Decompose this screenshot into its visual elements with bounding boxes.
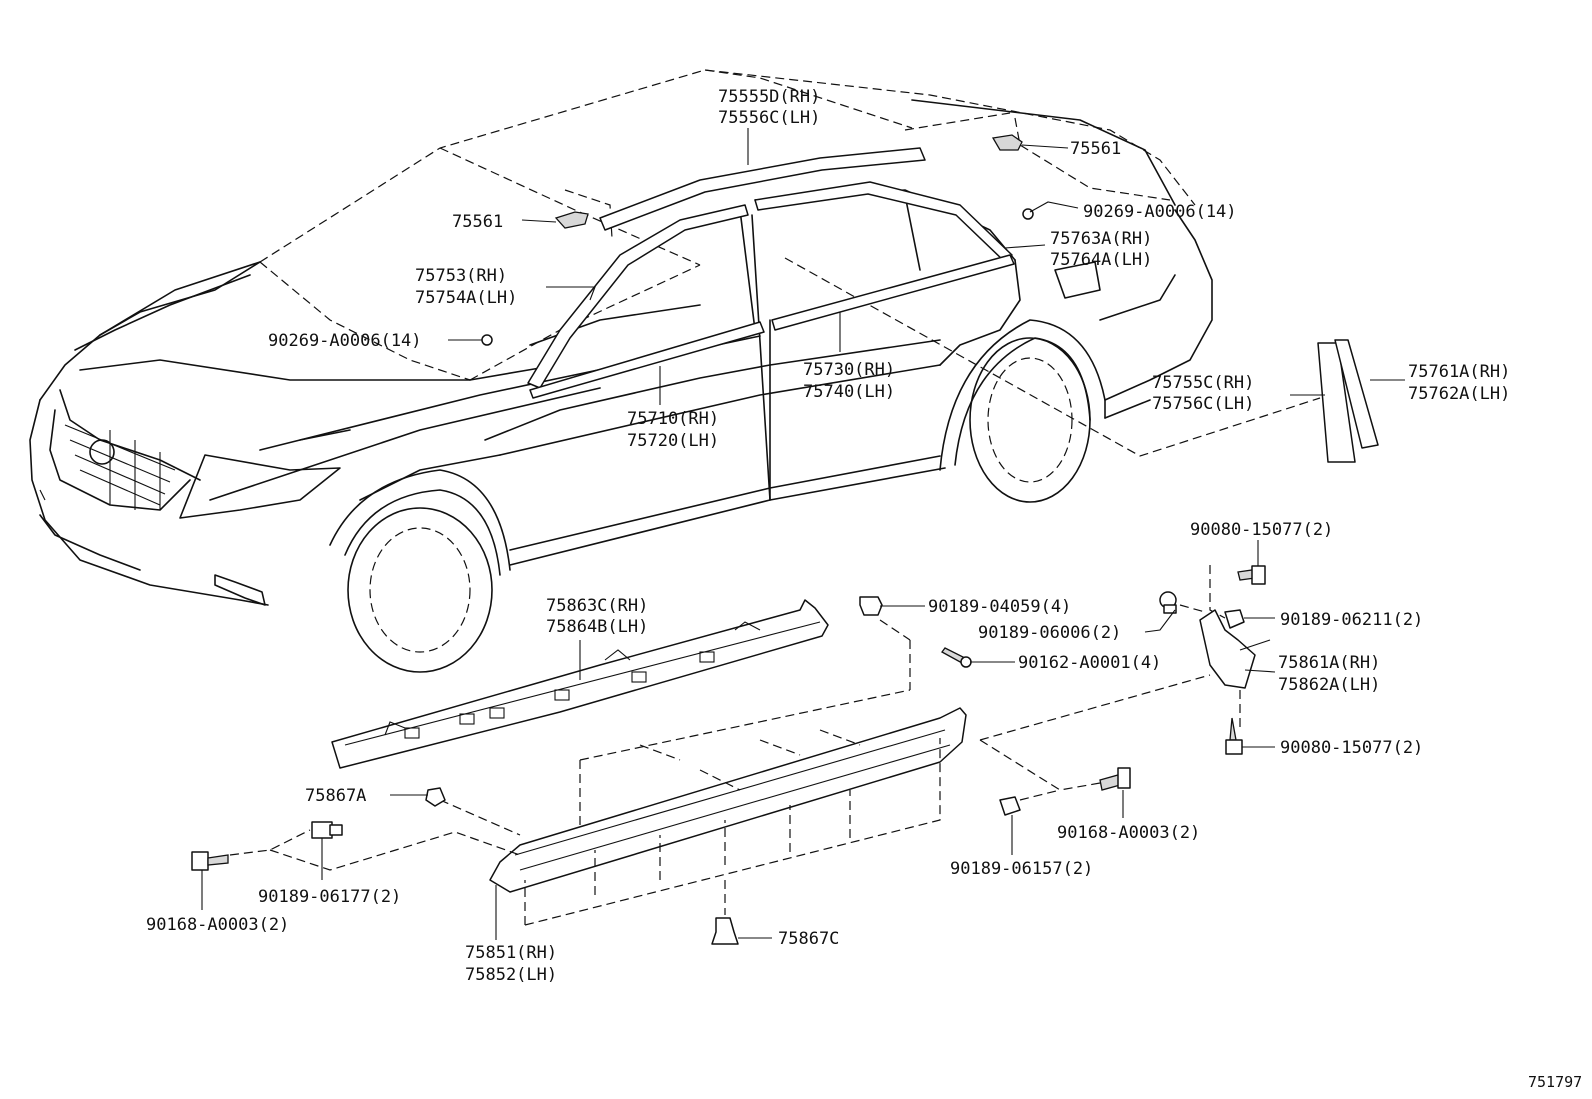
label-75867c: 75867C [778,929,839,949]
label-75867a: 75867A [305,786,366,806]
label-90189-04059: 90189-04059(4) [928,597,1071,617]
label-90189-06157: 90189-06157(2) [950,859,1093,879]
label-75730: 75730(RH) [803,360,895,380]
roof-molding [599,147,926,231]
label-75753: 75753(RH) [415,266,507,286]
diagram-reference-number: 751797 [1528,1073,1582,1091]
screw-90162 [941,647,972,668]
label-75861a: 75861A(RH) [1278,653,1380,673]
part-labels: 75555D(RH) 75556C(LH) 75561 75561 90269-… [146,87,1582,1091]
clip-75867a [425,787,446,807]
pillar-molding-75761a [1334,339,1379,449]
label-90080-bottom: 90080-15077(2) [1280,738,1423,758]
rear-belt-molding [771,254,1015,331]
label-75756c: 75756C(LH) [1152,394,1254,414]
clip-90189-06177 [311,821,343,839]
label-75862a: 75862A(LH) [1278,675,1380,695]
label-75740: 75740(LH) [803,382,895,402]
pillar-molding-75755c [1317,342,1356,463]
label-75852: 75852(LH) [465,965,557,985]
label-75761a: 75761A(RH) [1408,362,1510,382]
clip-75561-rear [991,134,1023,151]
label-75556c: 75556C(LH) [718,108,820,128]
label-75755c: 75755C(RH) [1152,373,1254,393]
label-90269-rear: 90269-A0006(14) [1083,202,1237,222]
bolt-90080-top [1237,565,1266,585]
label-75561-front: 75561 [452,212,503,232]
bolt-90080-bottom [1225,717,1243,755]
label-75851: 75851(RH) [465,943,557,963]
label-75754a: 75754A(LH) [415,288,517,308]
clip-90189-06211 [1224,609,1245,629]
label-75864b: 75864B(LH) [546,617,648,637]
label-90189-06006: 90189-06006(2) [978,623,1121,643]
label-90168-right: 90168-A0003(2) [1057,823,1200,843]
bolt-90168-left [191,851,229,871]
label-90080-top: 90080-15077(2) [1190,520,1333,540]
leader-lines [201,128,1405,940]
clip-75867c [711,917,739,945]
bolt-90168-right [1099,767,1131,791]
clip-90269-rear [1022,208,1034,220]
front-door-frame-molding [527,204,749,389]
label-90162: 90162-A0001(4) [1018,653,1161,673]
label-75720: 75720(LH) [627,431,719,451]
clip-75561-front [554,211,589,229]
assembly-dash-lines [229,565,1241,926]
clip-90269-front [481,334,493,346]
side-sill-75851 [489,707,967,893]
front-belt-molding [529,321,765,399]
label-75710: 75710(RH) [627,409,719,429]
label-90269-front: 90269-A0006(14) [268,331,422,351]
clip-90189-06006 [1159,591,1177,614]
label-90189-06177: 90189-06177(2) [258,887,401,907]
rear-door-frame-molding [754,181,1013,263]
clip-90189-06157 [999,796,1021,816]
label-75762a: 75762A(LH) [1408,384,1510,404]
label-75764a: 75764A(LH) [1050,250,1152,270]
bracket-75861a [1199,609,1271,689]
label-90189-06211: 90189-06211(2) [1280,610,1423,630]
label-75555d: 75555D(RH) [718,87,820,107]
label-75763a: 75763A(RH) [1050,229,1152,249]
label-75561-rear: 75561 [1070,139,1121,159]
label-75863c: 75863C(RH) [546,596,648,616]
clip-90189-04059 [859,596,883,616]
label-90168-left: 90168-A0003(2) [146,915,289,935]
rocker-reinforcement-75863c [331,599,829,769]
car-body-outline [29,69,1321,673]
